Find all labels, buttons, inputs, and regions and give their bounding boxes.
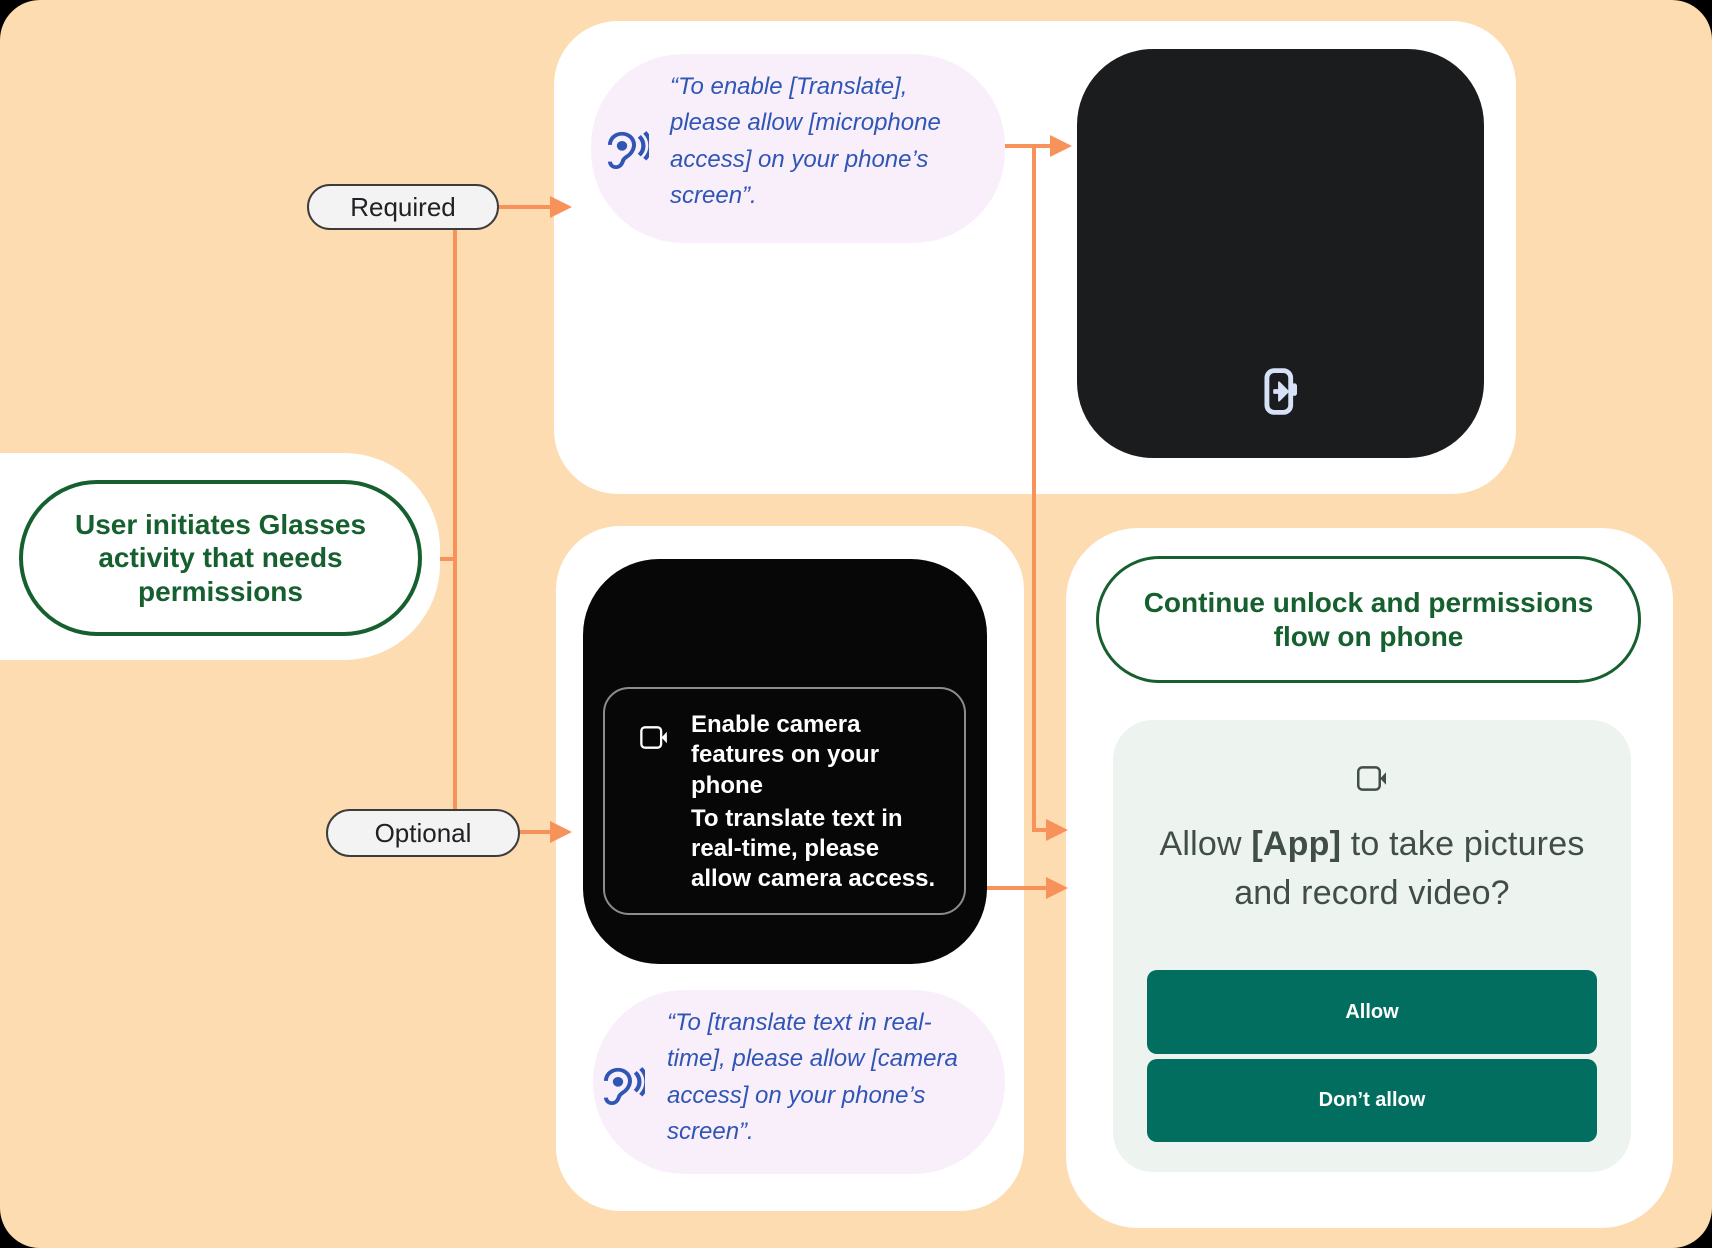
arrowhead-screen-to-phone-card — [1046, 877, 1068, 899]
dont-allow-button[interactable]: Don’t allow — [1147, 1059, 1597, 1142]
connector-top-to-phone-card — [1032, 146, 1046, 832]
voice-prompt-bubble-optional: “To [translate text in real- time], plea… — [593, 990, 1005, 1174]
arrowhead-top-to-phone-card — [1046, 819, 1068, 841]
arrowhead-required-to-bubble — [550, 196, 572, 218]
required-flow-card: “To enable [Translate], please allow [mi… — [554, 21, 1516, 494]
optional-flow-card: Enable camera features on your phone To … — [556, 526, 1024, 1211]
glasses-prompt-heading: Enable camera features on your phone — [691, 711, 880, 799]
voice-prompt-bubble-required: “To enable [Translate], please allow [mi… — [591, 54, 1005, 243]
dialog-title-line2: and record video? — [1234, 874, 1510, 912]
continue-node: Continue unlock and permissions flow on … — [1096, 556, 1641, 683]
glasses-screen-handoff — [1077, 49, 1484, 458]
allow-button[interactable]: Allow — [1147, 970, 1597, 1054]
arrowhead-bubble-to-screen — [1050, 135, 1072, 157]
glasses-prompt-text: Enable camera features on your phone To … — [691, 710, 935, 895]
phone-flow-card: Continue unlock and permissions flow on … — [1066, 528, 1673, 1228]
dialog-title-post: to take pictures — [1341, 825, 1585, 863]
voice-prompt-text-optional: “To [translate text in real- time], plea… — [667, 1009, 958, 1146]
glasses-screen-camera-prompt: Enable camera features on your phone To … — [583, 559, 987, 964]
dialog-title-pre: Allow — [1159, 825, 1252, 863]
start-node-blob: User initiates Glasses activity that nee… — [0, 453, 440, 660]
glasses-prompt-body: To translate text in real-time, please a… — [691, 804, 936, 893]
dialog-title: Allow [App] to take pictures and record … — [1113, 820, 1631, 918]
videocam-icon — [640, 726, 668, 754]
branch-label-required: Required — [307, 184, 499, 230]
phone-arrow-right-icon — [1264, 368, 1297, 420]
phone-permission-dialog: Allow [App] to take pictures and record … — [1113, 720, 1631, 1172]
glasses-prompt-box: Enable camera features on your phone To … — [603, 687, 966, 915]
videocam-icon — [1357, 766, 1387, 796]
dialog-title-app: [App] — [1251, 825, 1342, 863]
start-node: User initiates Glasses activity that nee… — [19, 480, 422, 636]
branch-label-optional: Optional — [326, 809, 520, 857]
arrowhead-optional-to-card — [550, 821, 572, 843]
voice-prompt-text-required: “To enable [Translate], please allow [mi… — [670, 73, 941, 210]
